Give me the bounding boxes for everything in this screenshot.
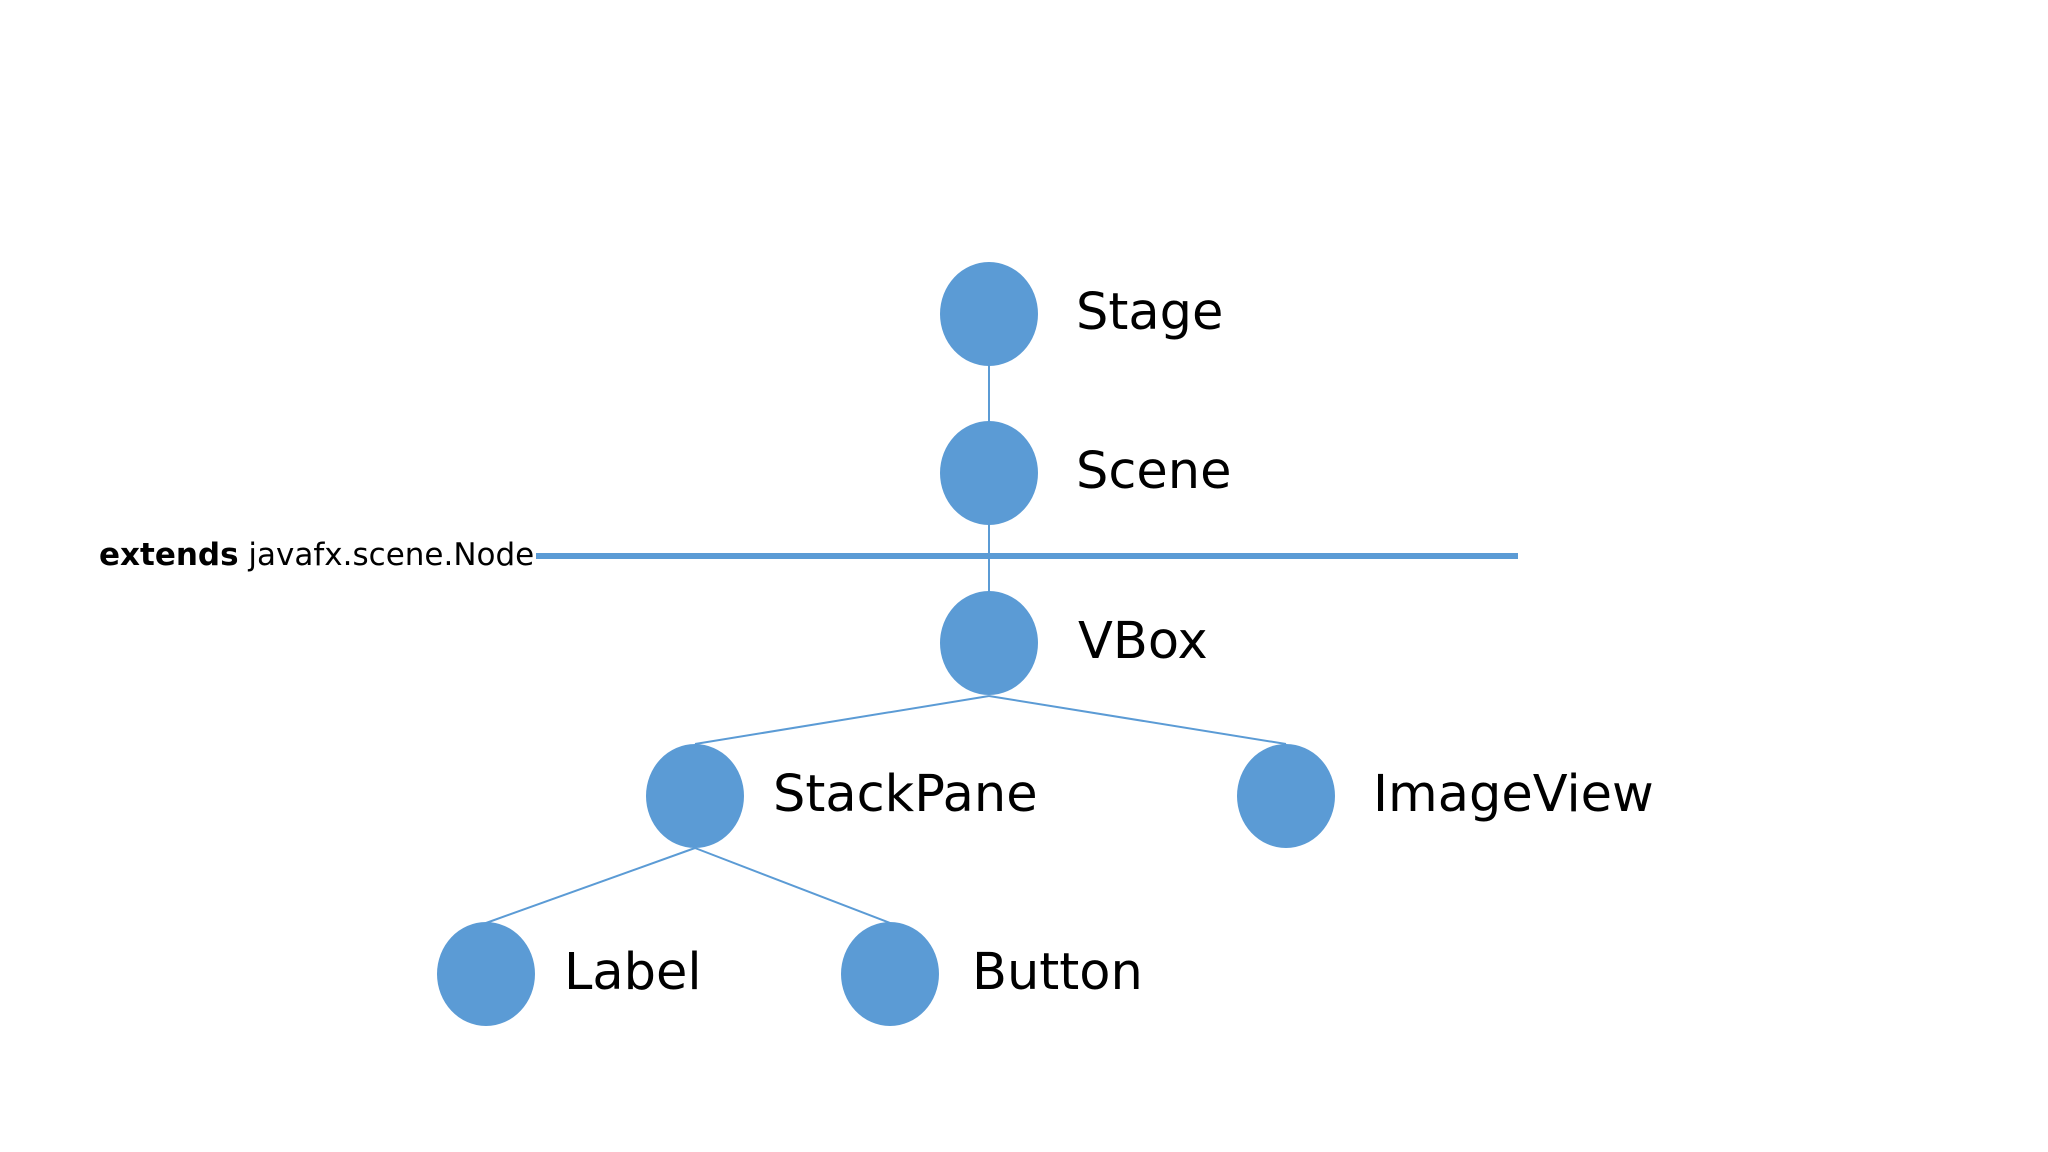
- node-scene: [940, 421, 1038, 525]
- node-stackpane: [646, 744, 744, 848]
- node-button: [841, 922, 939, 1026]
- node-imageview: [1237, 744, 1335, 848]
- edge-stackpane-button: [694, 847, 891, 924]
- edge-vbox-stackpane: [694, 695, 990, 745]
- divider-keyword: extends: [99, 537, 239, 573]
- node-label-label: Label: [564, 943, 702, 1002]
- edge-vbox-imageview: [988, 695, 1287, 745]
- node-label-stage: Stage: [1076, 283, 1224, 342]
- node-label: [437, 922, 535, 1026]
- node-vbox: [940, 591, 1038, 695]
- node-label-scene: Scene: [1076, 442, 1232, 501]
- node-label-imageview: ImageView: [1373, 765, 1654, 824]
- edge-stackpane-label: [485, 847, 696, 924]
- node-stage: [940, 262, 1038, 366]
- divider-caption: extends javafx.scene.Node: [99, 540, 534, 571]
- node-label-vbox: VBox: [1078, 612, 1208, 671]
- node-label-stackpane: StackPane: [773, 765, 1038, 824]
- divider-class-name: javafx.scene.Node: [238, 537, 535, 573]
- node-label-button: Button: [972, 943, 1143, 1002]
